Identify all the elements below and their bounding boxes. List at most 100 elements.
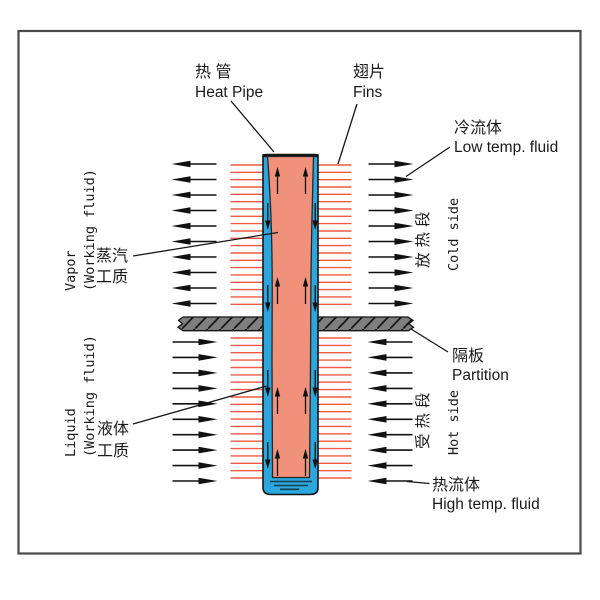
liquid-arrow-head: [265, 459, 271, 469]
label-low-temp-fluid-en: Low temp. fluid: [454, 139, 558, 156]
flow-arrow-head: [394, 207, 414, 214]
flow-arrow-head: [394, 253, 414, 261]
heat-pipe-interior: [266, 155, 315, 479]
flow-arrow-head: [367, 462, 387, 469]
fins-top-right: [318, 164, 352, 305]
flow-arrow-head: [171, 160, 191, 168]
label-fins-zh: 翅片: [353, 63, 385, 81]
flow-arrow-head: [171, 207, 191, 214]
liquid-down-arrows: [265, 203, 318, 469]
label-liquid-zh: 液体: [97, 420, 129, 438]
liquid-pool-lines: [270, 480, 312, 491]
fins-bottom-right: [318, 337, 352, 479]
fins-bottom-left: [230, 337, 263, 479]
flow-arrow-head: [394, 269, 414, 276]
flow-arrow-head: [367, 400, 387, 408]
flow-arrow-head: [198, 400, 218, 408]
label-heat-pipe-zh: 热 管: [195, 63, 231, 81]
label-liquid-medium-zh: 工质: [97, 442, 129, 460]
leader-fins: [337, 103, 358, 165]
vapor-arrow-head: [274, 167, 281, 177]
flow-arrow-head: [394, 191, 414, 199]
flow-arrow-head: [171, 300, 191, 307]
flow-arrow-head: [394, 238, 414, 245]
vapor-arrow-head: [302, 449, 309, 459]
leader-partition: [410, 328, 449, 353]
heat-pipe-body: [262, 153, 319, 496]
vapor-arrow-head: [302, 387, 309, 397]
label-cold-side-en: Cold side: [446, 198, 462, 271]
flow-arrow-head: [171, 191, 191, 199]
leader-liquid: [132, 385, 267, 425]
label-vapor-working-fluid-en: (Working fluid): [82, 169, 98, 291]
vapor-up-arrows: [274, 167, 309, 476]
liquid-arrow-head: [265, 220, 271, 230]
flow-arrow-head: [171, 238, 191, 245]
flow-arrow-head: [171, 269, 191, 276]
flow-arrow-head: [198, 446, 218, 454]
flow-arrow-head: [367, 446, 387, 454]
cold-flow-arrows-left: [171, 160, 217, 307]
flow-arrow-head: [198, 416, 218, 423]
label-liquid-working-fluid-en: (Working fluid): [82, 335, 98, 457]
label-partition-en: Partition: [452, 367, 509, 384]
flow-arrow-head: [394, 160, 414, 168]
flow-arrow-head: [171, 253, 191, 261]
label-liquid-en: Liquid: [63, 408, 79, 457]
liquid-arrow-head: [312, 387, 318, 397]
flow-arrow-head: [171, 222, 191, 230]
vapor-arrow-head: [302, 167, 309, 177]
leader-low-temp-fluid: [405, 146, 451, 178]
fins-top-left: [230, 164, 263, 305]
flow-arrow-head: [367, 416, 387, 423]
flow-arrow-head: [198, 477, 218, 485]
flow-arrow-head: [394, 284, 414, 292]
liquid-arrow-head: [312, 220, 318, 230]
liquid-arrow-head: [312, 459, 318, 469]
label-high-temp-fluid-zh: 热流体: [432, 476, 480, 494]
vapor-arrow-head: [274, 277, 281, 287]
flow-arrow-head: [198, 462, 218, 469]
vapor-arrow-head: [274, 387, 281, 397]
flow-arrow-head: [171, 284, 191, 292]
flow-arrow-head: [198, 338, 218, 346]
liquid-arrow-head: [265, 302, 271, 312]
flow-arrow-head: [367, 354, 387, 361]
flow-arrow-head: [171, 176, 191, 183]
flow-arrow-head: [198, 354, 218, 361]
label-fins-en: Fins: [353, 84, 383, 101]
label-hot-side-zh: 受热段: [414, 387, 432, 449]
label-vapor-en: Vapor: [63, 250, 79, 291]
flow-arrow-head: [367, 477, 387, 485]
flow-arrow-head: [367, 369, 387, 377]
vapor-arrow-head: [302, 277, 309, 287]
leader-high-temp-fluid: [406, 480, 430, 485]
leader-lines: [132, 100, 451, 485]
liquid-arrow-head: [312, 302, 318, 312]
hot-flow-arrows-left: [172, 338, 218, 485]
label-partition-zh: 隔板: [452, 347, 484, 365]
label-heat-pipe-en: Heat Pipe: [195, 84, 263, 101]
flow-arrow-head: [367, 431, 387, 438]
label-cold-side-zh: 放热段: [414, 206, 432, 268]
cold-flow-arrows-right: [368, 160, 414, 307]
flow-arrow-head: [367, 385, 387, 392]
vapor-arrow-head: [274, 449, 281, 459]
flow-arrow-head: [394, 300, 414, 307]
flow-arrow-head: [367, 338, 387, 346]
label-low-temp-fluid-zh: 冷流体: [454, 119, 502, 137]
leader-vapor: [132, 231, 279, 257]
label-hot-side-en: Hot side: [446, 390, 462, 455]
flow-arrow-head: [198, 385, 218, 392]
liquid-arrow-head: [265, 387, 271, 397]
flow-arrow-head: [198, 369, 218, 377]
label-vapor-medium-zh: 工质: [96, 268, 128, 286]
flow-arrow-head: [198, 431, 218, 438]
label-high-temp-fluid-en: High temp. fluid: [432, 496, 540, 513]
flow-arrow-head: [394, 222, 414, 230]
hot-flow-arrows-right: [367, 338, 413, 485]
label-vapor-zh: 蒸汽: [96, 247, 128, 265]
flow-arrow-head: [394, 176, 414, 183]
